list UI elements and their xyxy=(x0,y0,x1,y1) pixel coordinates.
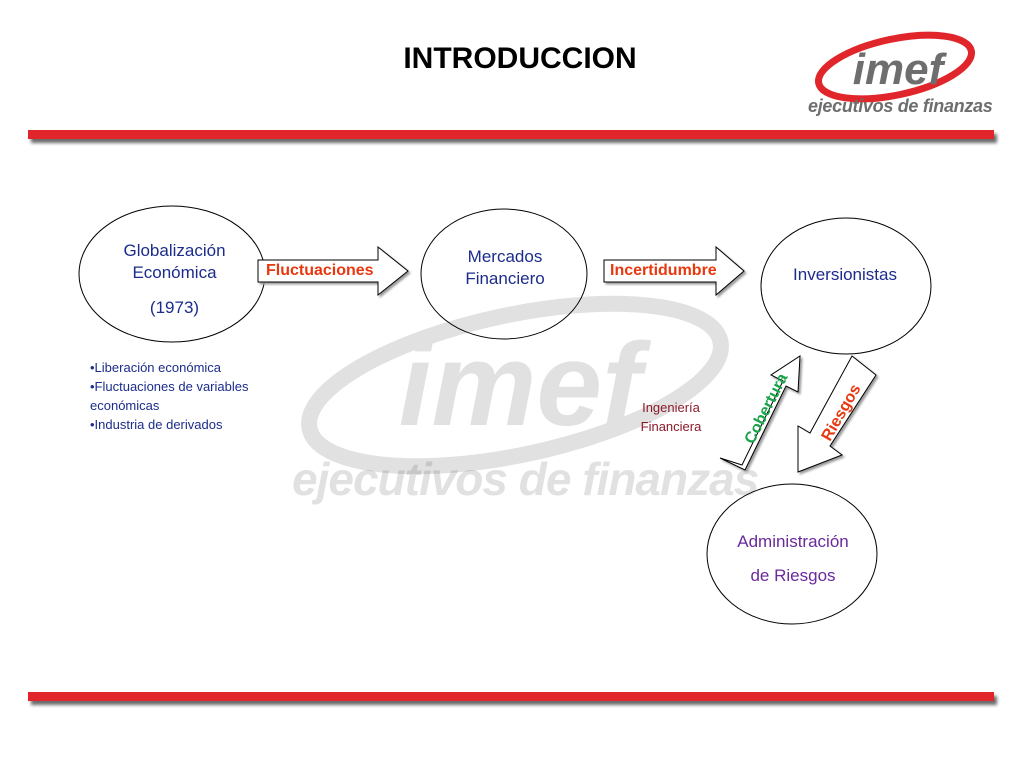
arrow-cobertura xyxy=(719,355,801,471)
watermark-subtitle: ejecutivos de finanzas xyxy=(292,453,759,505)
label-incertidumbre: Incertidumbre xyxy=(610,262,717,279)
node-administracion-text: Administración de Riesgos xyxy=(715,525,871,593)
bottom-divider xyxy=(28,692,994,701)
imef-logo: imef xyxy=(814,31,976,103)
node-inversionistas-text: Inversionistas xyxy=(770,264,920,286)
arrow-riesgos xyxy=(797,355,877,473)
logo-mark: imef xyxy=(853,45,948,94)
ingenieria-financiera: Ingeniería Financiera xyxy=(618,398,724,436)
arrow-fluctuaciones xyxy=(257,245,409,297)
ingenieria-line2: Financiera xyxy=(640,419,702,434)
page-title: INTRODUCCION xyxy=(403,42,637,75)
node-mercados-text: Mercados Financiero xyxy=(430,246,580,290)
globalizacion-line3: (1973) xyxy=(149,298,200,317)
top-divider xyxy=(28,130,994,139)
administracion-line1: Administración xyxy=(737,532,849,551)
bullet-item: •Industria de derivados xyxy=(90,417,223,432)
globalizacion-line1: Globalización xyxy=(123,241,226,260)
inversionistas-line1: Inversionistas xyxy=(793,265,897,284)
node-globalizacion-text: Globalización Económica (1973) xyxy=(92,240,257,319)
node-mercados xyxy=(420,208,588,340)
watermark-mark: imef xyxy=(399,319,652,451)
node-inversionistas xyxy=(760,217,932,355)
watermark-logo: imef xyxy=(301,295,729,475)
administracion-line2: de Riesgos xyxy=(750,566,836,585)
ingenieria-line1: Ingeniería xyxy=(642,400,700,415)
globalizacion-line2: Económica xyxy=(132,263,217,282)
arrow-incertidumbre xyxy=(603,245,745,297)
logo-subtitle: ejecutivos de finanzas xyxy=(808,96,993,116)
node-administracion xyxy=(706,483,878,625)
mercados-line2: Financiero xyxy=(465,269,545,288)
label-fluctuaciones: Fluctuaciones xyxy=(266,262,374,279)
bullet-item: •Liberación económica xyxy=(90,360,222,375)
bullet-list: •Liberación económica •Fluctuaciones de … xyxy=(90,358,270,434)
mercados-line1: Mercados xyxy=(467,247,543,266)
bullet-item: •Fluctuaciones de variables económicas xyxy=(90,379,249,413)
